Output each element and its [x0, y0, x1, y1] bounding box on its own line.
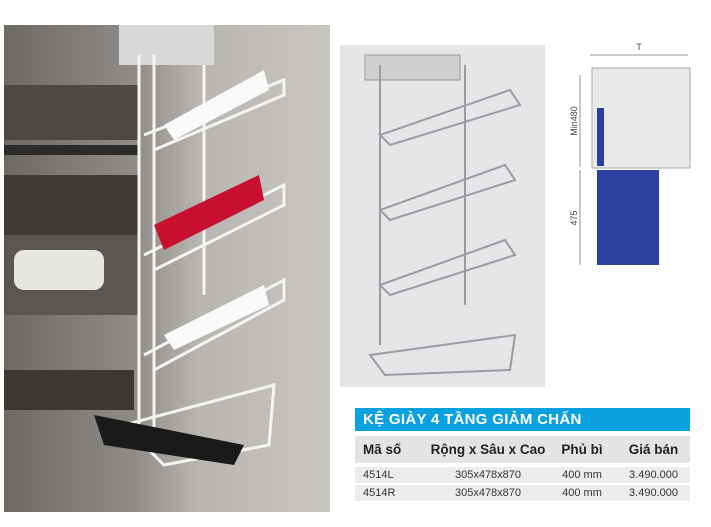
product-title: KỆ GIÀY 4 TẦNG GIẢM CHẤN [355, 408, 690, 431]
cell-code: 4514L [363, 469, 394, 481]
cell-overlay: 400 mm [562, 469, 602, 481]
cell-overlay: 400 mm [562, 487, 602, 499]
dimension-lower-label: 475 [570, 210, 579, 225]
header-dimensions: Rộng x Sâu x Cao [430, 442, 546, 457]
cell-dimensions: 305x478x870 [454, 469, 522, 481]
cell-dimensions: 305x478x870 [454, 487, 522, 499]
dimension-top-label: T [636, 42, 642, 52]
cell-code: 4514R [363, 487, 396, 499]
table-row: 4514R 305x478x870 400 mm 3.490.000 [355, 485, 690, 501]
cell-price: 3.490.000 [629, 487, 678, 499]
dimension-upper-label: Min480 [570, 106, 579, 136]
table-row: 4514L 305x478x870 400 mm 3.490.000 [355, 467, 690, 483]
header-price: Giá bán [628, 442, 679, 457]
table-header: Mã số Rộng x Sâu x Cao Phủ bì Giá bán [355, 436, 690, 463]
header-code: Mã số [363, 442, 402, 457]
header-overlay: Phủ bì [561, 442, 603, 457]
cell-price: 3.490.000 [629, 469, 678, 481]
dimension-diagram: T Min480 475 [569, 35, 700, 275]
product-render [340, 45, 545, 387]
product-photo [4, 25, 330, 512]
